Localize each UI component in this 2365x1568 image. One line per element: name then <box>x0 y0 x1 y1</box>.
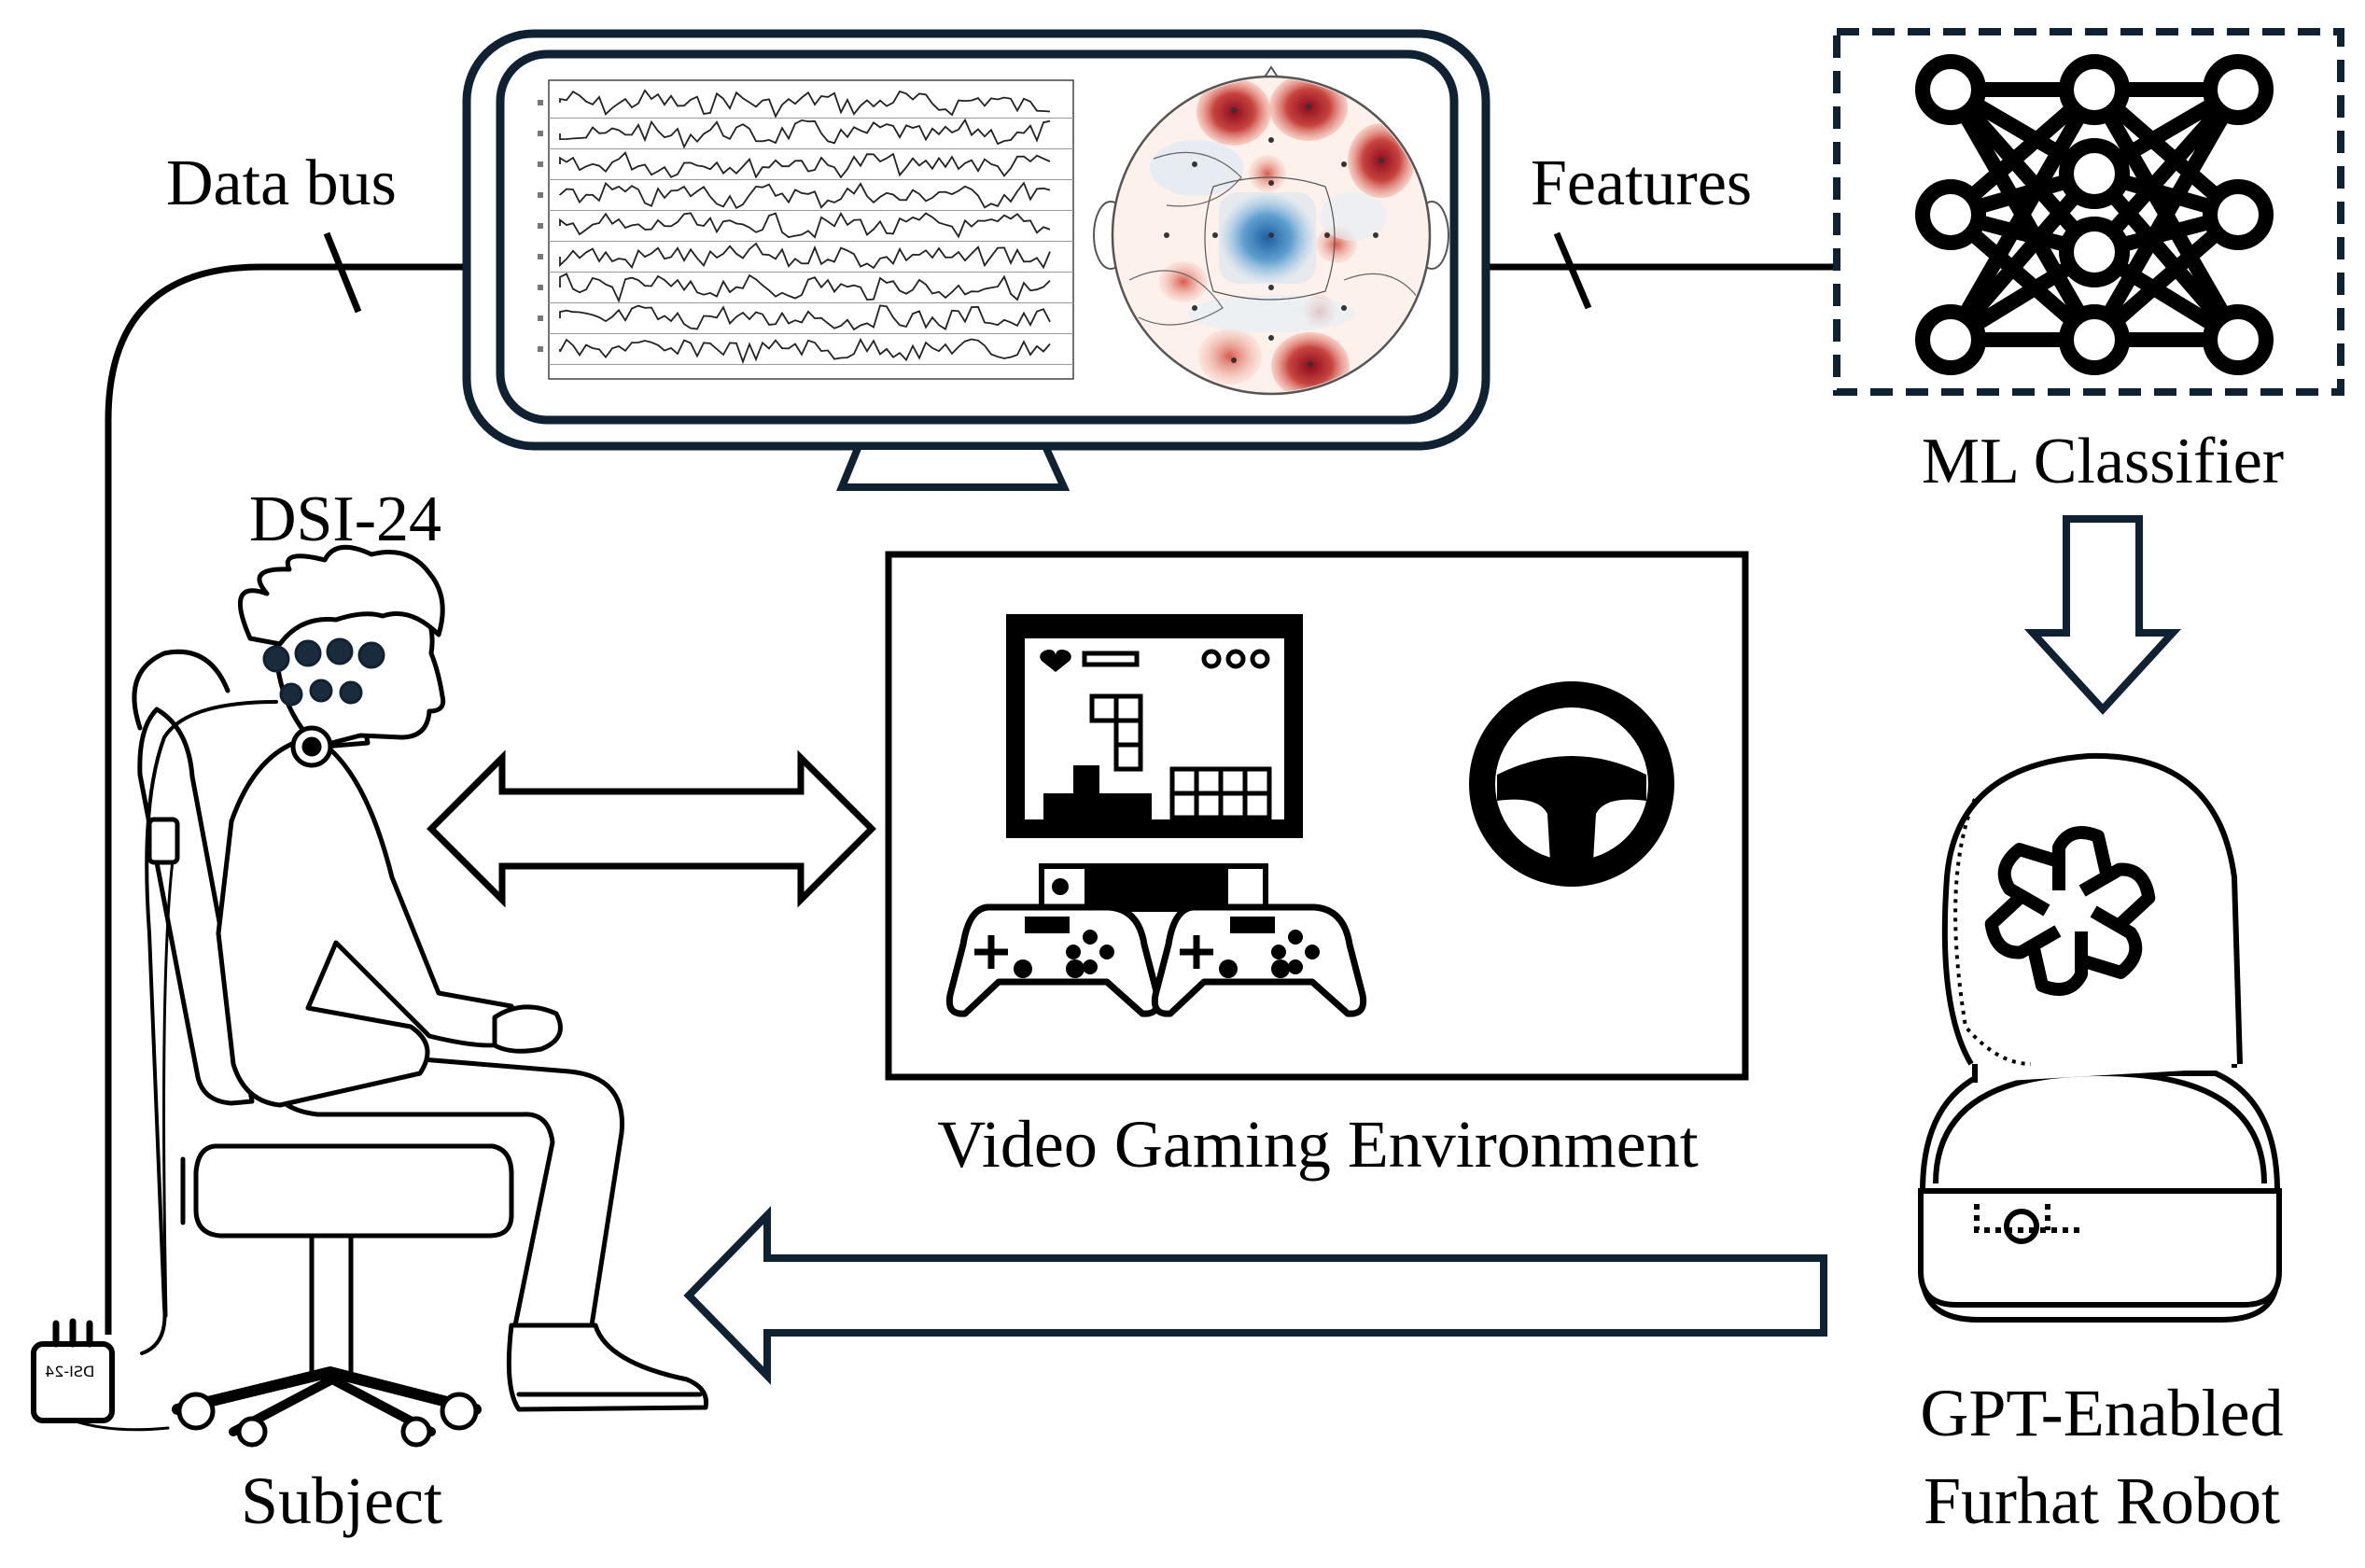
eeg-trace <box>559 89 1051 119</box>
eeg-traces <box>538 79 1074 380</box>
electrode-dot <box>1212 232 1218 238</box>
openai-petal <box>2078 905 2143 979</box>
neural-network-icon <box>1833 28 2344 396</box>
eeg-monitor-icon <box>462 29 1490 491</box>
robot-label-line1: GPT-Enabled <box>1920 1376 2284 1450</box>
robot-label-line2: Furhat Robot <box>1923 1463 2281 1538</box>
eeg-channel-tick <box>538 285 543 290</box>
furhat-robot-icon <box>1918 752 2282 1323</box>
eeg-channel-tick <box>538 315 543 321</box>
openai-petal <box>2026 931 2088 996</box>
nn-edge <box>1943 166 2102 347</box>
electrode-dot <box>1268 137 1274 143</box>
electrode-dot <box>1268 180 1274 186</box>
electrode-dot <box>1164 232 1169 238</box>
features-label: Features <box>1531 147 1753 219</box>
electrode-dot <box>1268 335 1274 341</box>
amplifier-label: DSI-24 <box>45 1363 95 1380</box>
eeg-channel-tick <box>538 100 543 105</box>
electrode-dot <box>1324 232 1330 238</box>
bidirectional-arrow <box>427 749 876 908</box>
nn-node <box>2203 179 2274 250</box>
electrode-dot <box>1231 357 1237 363</box>
electrode-dot <box>1341 305 1347 311</box>
nn-node <box>2203 54 2274 125</box>
eeg-trace <box>559 211 1051 239</box>
eeg-channel-tick <box>538 131 543 136</box>
electrode-dot <box>1378 158 1384 163</box>
gamepad-icon <box>945 903 1367 1017</box>
eeg-trace <box>559 242 1051 270</box>
eeg-channel-tick <box>538 254 543 259</box>
nn-edge <box>1943 82 2102 347</box>
data-bus-line <box>105 231 467 1335</box>
nn-edge <box>2087 82 2246 347</box>
retro-game-screen-icon <box>1006 614 1303 912</box>
eeg-channel-tick <box>538 223 543 229</box>
electrode-dot <box>1308 361 1313 367</box>
openai-logo-icon <box>1984 826 2156 996</box>
nn-node <box>1915 54 1986 125</box>
electrode-dot <box>1373 232 1378 238</box>
subject-label: Subject <box>241 1463 442 1538</box>
openai-petal <box>1997 843 2062 917</box>
eeg-trace <box>559 151 1051 179</box>
electrode-dot <box>1192 305 1197 311</box>
eeg-trace <box>559 338 1051 365</box>
nn-node <box>2059 217 2130 287</box>
nn-node <box>2059 304 2130 375</box>
eeg-channel-tick <box>538 161 543 167</box>
nn-node <box>1915 179 1986 250</box>
eeg-trace <box>559 304 1051 331</box>
eeg-channel-tick <box>538 346 543 352</box>
electrode-dot <box>1192 161 1197 167</box>
nn-node <box>2059 138 2130 209</box>
nn-node <box>1915 304 1986 375</box>
eeg-trace <box>559 181 1051 210</box>
seated-subject-icon <box>31 544 709 1448</box>
openai-petal <box>1984 890 2062 959</box>
features-line <box>1486 231 1837 310</box>
electrode-dot <box>1341 161 1347 167</box>
nn-edge <box>2087 166 2246 347</box>
eeg-trace <box>559 273 1051 303</box>
openai-petal <box>2052 826 2114 890</box>
data-bus-label: Data bus <box>166 147 397 219</box>
electrode-dot <box>1268 232 1274 238</box>
electrode-dot <box>1231 107 1237 113</box>
steering-wheel-icon <box>1469 681 1674 887</box>
electrode-dot <box>1306 104 1311 109</box>
feedback-arrow <box>683 1206 1827 1385</box>
dsi-24-label: DSI-24 <box>248 483 442 555</box>
eeg-channel-tick <box>538 192 543 198</box>
eeg-trace <box>559 118 1051 149</box>
nn-node <box>2203 304 2274 375</box>
electrode-dot <box>1268 285 1274 290</box>
nn-node <box>2059 54 2130 125</box>
down-arrow <box>2023 515 2182 715</box>
openai-petal <box>2078 862 2156 931</box>
ml-classifier-label: ML Classifier <box>1921 426 2285 497</box>
video-gaming-label: Video Gaming Environment <box>937 1107 1699 1182</box>
topomap <box>1093 65 1449 396</box>
